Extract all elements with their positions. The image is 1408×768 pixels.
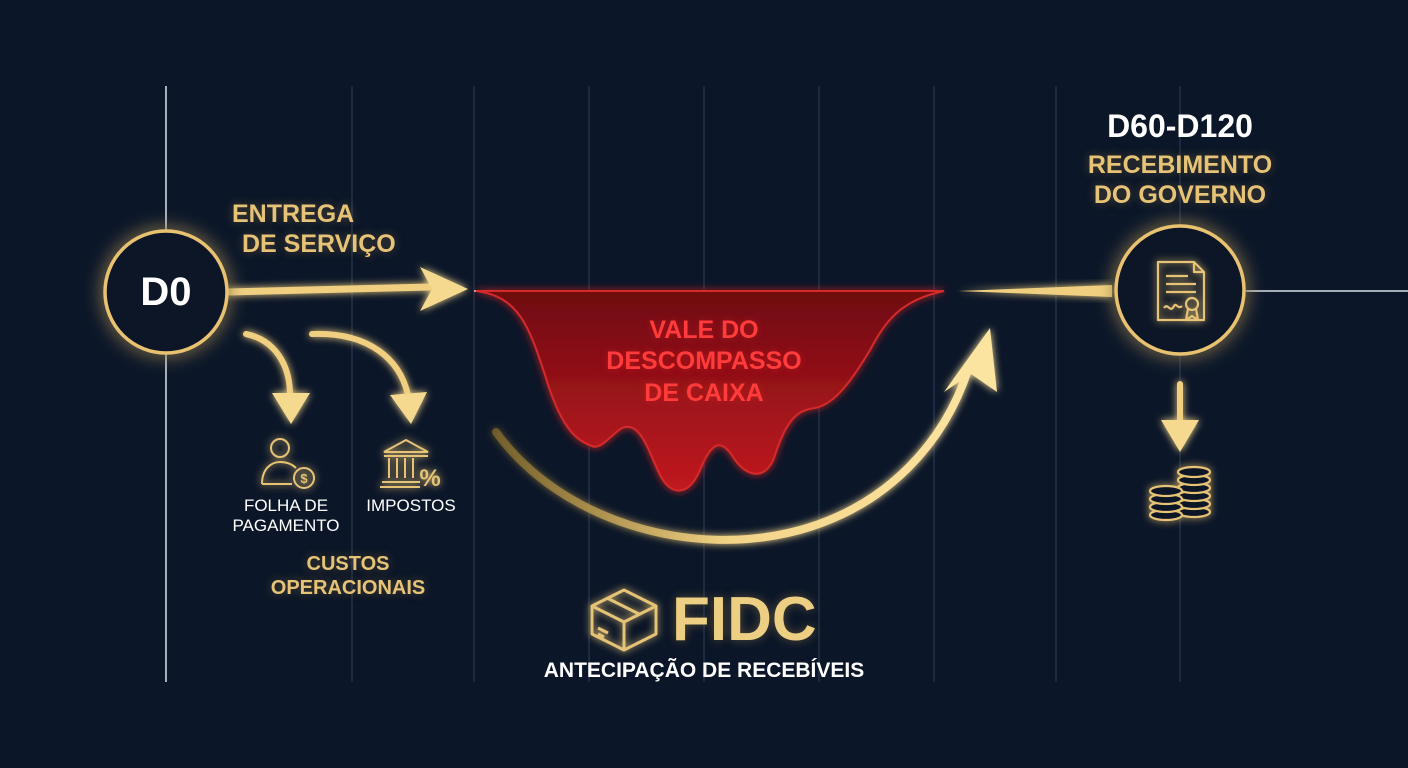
certificate-document-icon <box>1156 260 1206 322</box>
fidc-subtitle: ANTECIPAÇÃO DE RECEBÍVEIS <box>543 659 865 682</box>
government-receipt-marker <box>1114 224 1246 356</box>
government-receipt-line1: RECEBIMENTO <box>1087 151 1273 179</box>
operational-costs-line1: CUSTOS <box>306 553 390 575</box>
delivery-label-line1: ENTREGA <box>232 200 355 228</box>
svg-text:%: % <box>419 465 440 492</box>
box-icon <box>590 588 658 652</box>
payroll-label-line2: PAGAMENTO <box>232 516 340 535</box>
receivable-arrow <box>958 285 1112 297</box>
taxes-label: IMPOSTOS <box>366 496 456 515</box>
government-receipt-line2: DO GOVERNO <box>1093 181 1267 209</box>
svg-text:$: $ <box>300 471 308 486</box>
valley-label-line1: VALE DO <box>649 316 759 344</box>
delivery-label-line2: DE SERVIÇO <box>242 230 396 258</box>
person-dollar-icon: $ <box>261 438 315 489</box>
cost-arrows <box>243 330 427 424</box>
coins-icon <box>1148 465 1212 522</box>
operational-costs-line2: OPERACIONAIS <box>270 577 426 599</box>
cash-gap-valley <box>475 290 945 492</box>
d0-marker <box>103 229 229 355</box>
start-day-label: D0 <box>140 270 192 314</box>
valley-label-line3: DE CAIXA <box>644 379 764 407</box>
fidc-title: FIDC <box>672 585 817 654</box>
fidc-arc-arrow <box>492 328 997 544</box>
payroll-label-line1: FOLHA DE <box>243 496 329 515</box>
payout-arrow <box>1161 381 1199 452</box>
end-day-label: D60-D120 <box>1107 108 1253 144</box>
bank-percent-icon: % <box>380 438 441 492</box>
delivery-arrow <box>224 267 468 311</box>
valley-label-line2: DESCOMPASSO <box>606 347 802 375</box>
